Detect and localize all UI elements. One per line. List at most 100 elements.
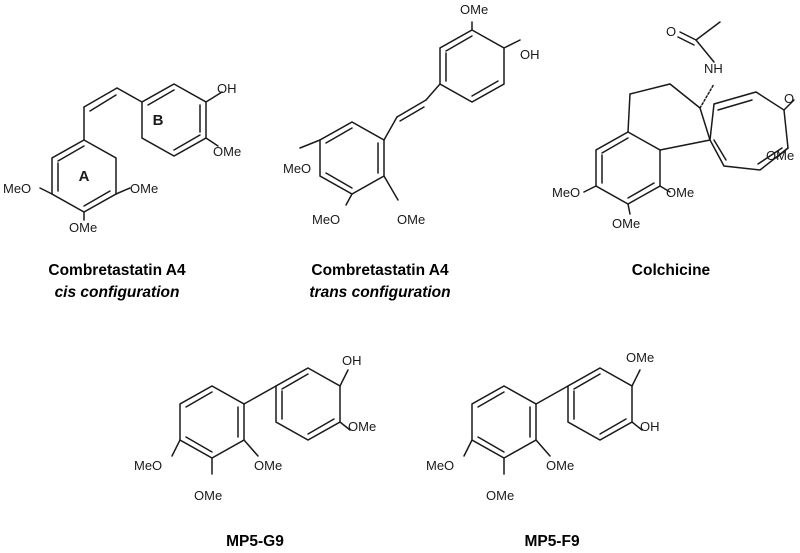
mp5-f9-name: MP5-F9	[524, 533, 580, 550]
ring-b-inner-bond-2	[173, 134, 201, 151]
colchicine-structure: O NH O OMe MeO OMe OMe Colchicine	[552, 21, 795, 279]
mp5-f9-upper-ring-bonds	[567, 367, 633, 441]
colchicine-methoxy-label-right: OMe	[766, 148, 794, 163]
ca4-trans-configuration: trans configuration	[309, 284, 450, 301]
colchicine-name: Colchicine	[632, 262, 711, 279]
mp5-g9-upper-inner-1	[281, 373, 309, 390]
colchicine-ome-bottom-bond	[627, 203, 631, 215]
mp5-f9-methoxy-label-left: MeO	[426, 458, 454, 473]
trans-methoxy-label-top: OMe	[460, 2, 488, 17]
ring-a-inner-bond-2	[83, 190, 111, 207]
trans-methoxy-label-bottom-right: OMe	[397, 212, 425, 227]
meo-left-bond	[39, 187, 53, 195]
mp5-f9-methoxy-label-mid: OMe	[546, 458, 574, 473]
ring-b-inner-bond-1	[147, 89, 175, 106]
trans-bridge-bond-1	[425, 83, 441, 101]
colchicine-meo-left-bond	[583, 185, 597, 193]
mp5-f9-methoxy-label-bottom: OMe	[486, 488, 514, 503]
trans-double-bond-inner	[399, 106, 425, 122]
colchicine-carbonyl-bond	[679, 31, 697, 41]
methoxy-label-bottom: OMe	[69, 220, 97, 235]
mp5-g9-hydroxyl-label: OH	[342, 353, 362, 368]
mp5-g9-biaryl-bond	[243, 385, 277, 405]
methoxy-label-ring-b: OMe	[213, 144, 241, 159]
colchicine-benzene-ring-bonds	[595, 131, 661, 205]
colchicine-tropolone-ring-bonds	[709, 91, 789, 171]
mp5-g9-oh-bond	[339, 369, 349, 387]
oh-bond	[205, 91, 223, 103]
trans-double-bond	[396, 99, 427, 118]
colchicine-amide-bond-1	[695, 39, 715, 63]
combretastatin-a4-trans-structure: OMe OH MeO MeO OMe Combretastatin A4 tra…	[283, 2, 540, 301]
combretastatin-a4-cis-structure: A B OH OMe MeO OMe OMe Combretastatin A4…	[3, 81, 241, 301]
ca4-trans-name: Combretastatin A4	[311, 262, 449, 279]
colchicine-ketone-oxygen-label: O	[784, 91, 794, 106]
colchicine-ome-mid-bond	[659, 185, 671, 193]
trans-methoxy-label-left: MeO	[283, 161, 311, 176]
mp5-f9-structure: OMe OH MeO OMe OMe MP5-F9	[426, 350, 660, 550]
mp5-f9-lower-inner-3	[477, 391, 505, 408]
mp5-f9-lower-ring-bonds	[471, 385, 537, 459]
trans-oh-bond	[503, 39, 521, 49]
mp5-f9-meo-left-bond	[463, 439, 473, 457]
cis-bridge-bond-2	[116, 87, 143, 103]
methoxy-label-right: OMe	[130, 181, 158, 196]
colchicine-ring-b-bonds	[627, 83, 711, 151]
mp5-g9-upper-ring-bonds	[275, 367, 341, 441]
colchicine-nh-label: NH	[704, 61, 723, 76]
colchicine-methoxy-label-left: MeO	[552, 185, 580, 200]
mp5-g9-lower-inner-3	[185, 391, 213, 408]
colchicine-carbonyl-oxygen-label: O	[666, 24, 676, 39]
mp5-g9-methoxy-label-mid: OMe	[254, 458, 282, 473]
mp5-f9-upper-inner-1	[573, 373, 601, 390]
mp5-f9-ome-top-bond	[631, 369, 641, 387]
ring-b-label: B	[153, 112, 164, 129]
trans-bottom-inner-bond-3	[325, 127, 353, 144]
trans-top-ring-bonds	[439, 29, 505, 103]
colchicine-tropolone-inner-2	[757, 147, 783, 165]
ome-b-bond	[205, 137, 219, 147]
mp5-g9-methoxy-label-right: OMe	[348, 419, 376, 434]
mp5-g9-ome-mid-bond	[243, 439, 259, 457]
colchicine-carbonyl-bond-inner	[677, 36, 695, 46]
mp5-f9-upper-inner-2	[599, 418, 627, 435]
ome-right-bond	[115, 187, 131, 195]
mp5-g9-lower-ring-bonds	[179, 385, 245, 459]
mp5-f9-methoxy-label-top: OMe	[626, 350, 654, 365]
trans-bottom-ring-bonds	[319, 121, 385, 195]
mp5-g9-lower-inner-2	[185, 436, 213, 453]
trans-hydroxyl-label: OH	[520, 47, 540, 62]
methoxy-label-left: MeO	[3, 181, 31, 196]
mp5-g9-structure: OH OMe MeO OMe OMe MP5-G9	[134, 353, 376, 550]
colchicine-tropolone-inner-3	[713, 139, 727, 161]
mp5-f9-lower-inner-2	[477, 436, 505, 453]
trans-top-inner-bond-1	[445, 35, 473, 52]
colchicine-amide-bond-2	[695, 21, 721, 41]
hydroxyl-label: OH	[217, 81, 237, 96]
trans-bottom-inner-bond-2	[325, 172, 353, 189]
trans-top-inner-bond-2	[471, 80, 499, 97]
mp5-f9-oh-bond	[631, 421, 643, 431]
trans-ome-bottom-bond	[383, 175, 399, 201]
colchicine-ome-right-bond	[775, 147, 789, 159]
colchicine-methoxy-label-bottom: OMe	[612, 216, 640, 231]
colchicine-tropolone-inner-1	[717, 99, 753, 111]
colchicine-benzene-inner-1	[601, 137, 629, 154]
ca4-cis-configuration: cis configuration	[55, 284, 180, 301]
colchicine-methoxy-label-mid: OMe	[666, 185, 694, 200]
mp5-g9-name: MP5-G9	[226, 533, 284, 550]
colchicine-nh-wedge	[699, 83, 715, 109]
cis-double-bond-inner	[89, 94, 117, 112]
ca4-cis-name: Combretastatin A4	[48, 262, 186, 279]
mp5-g9-upper-inner-2	[307, 418, 335, 435]
trans-bridge-bond-2	[383, 116, 398, 141]
mp5-g9-ome-right-bond	[339, 421, 351, 431]
colchicine-ketone-bond	[783, 99, 795, 111]
mp5-f9-ome-mid-bond	[535, 439, 551, 457]
ring-a-inner-bond-1	[57, 145, 85, 162]
cis-double-bond	[83, 87, 118, 108]
trans-meo-bottom-bond	[345, 193, 353, 206]
trans-meo-left-bond	[299, 139, 321, 149]
mp5-f9-biaryl-bond	[535, 385, 569, 405]
mp5-g9-methoxy-label-bottom: OMe	[194, 488, 222, 503]
